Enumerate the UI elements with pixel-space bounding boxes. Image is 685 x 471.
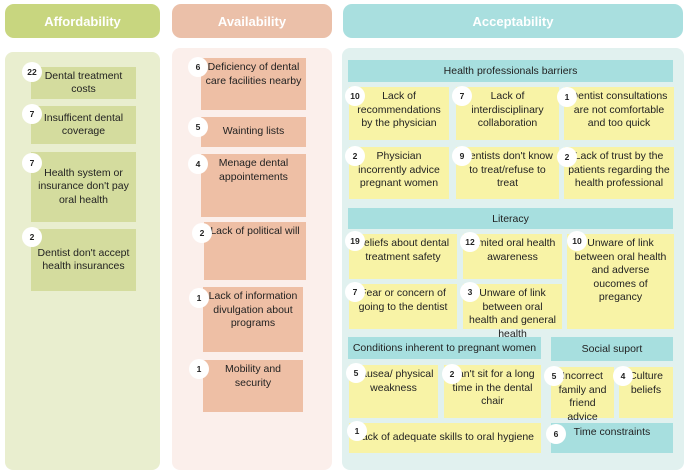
count-badge: 10	[567, 231, 587, 251]
availability-header: Availability	[172, 4, 332, 38]
social-support-header: Social suport	[551, 337, 673, 361]
acceptability-card: Unware of link between oral health and a…	[567, 234, 674, 329]
card-label: Nausea/ physical weakness	[353, 368, 434, 394]
card-label: Menage dental appointements	[218, 157, 289, 183]
card-label: Dentists don't know to treat/refuse to t…	[462, 150, 553, 189]
availability-card: Wainting lists	[201, 117, 306, 147]
acceptability-card: Fear or concern of going to the dentist	[349, 284, 457, 329]
count-badge: 19	[345, 231, 365, 251]
count-badge: 4	[613, 366, 633, 386]
card-label: Lack of political will	[210, 225, 300, 237]
card-label: Unware of link between oral health and g…	[469, 287, 556, 340]
count-badge: 1	[557, 87, 577, 107]
availability-card: Menage dental appointements	[201, 154, 306, 217]
acceptability-card: Lack of adequate skills to oral hygiene	[349, 423, 541, 453]
availability-card: Lack of information divulgation about pr…	[203, 287, 303, 352]
acceptability-card: Unware of link between oral health and g…	[463, 284, 562, 340]
card-label: Lack of adequate skills to oral hygiene	[355, 431, 535, 444]
card-label: Insufficent dental coverage	[43, 111, 124, 138]
acceptability-card: Beliefs about dental treatment safety	[349, 234, 457, 279]
health-professionals-header: Health professionals barriers	[348, 60, 673, 82]
count-badge: 2	[192, 223, 212, 243]
count-badge: 7	[452, 86, 472, 106]
card-label: Time constraints	[573, 426, 651, 438]
card-label: Dental treatment costs	[44, 69, 123, 96]
count-badge: 7	[22, 153, 42, 173]
count-badge: 5	[544, 366, 564, 386]
count-badge: 9	[452, 146, 472, 166]
affordability-header: Affordability	[5, 4, 160, 38]
acceptability-header: Acceptability	[343, 4, 683, 38]
affordability-card: Dentist don't accept health insurances	[31, 229, 136, 291]
availability-card: Mobility and security	[203, 360, 303, 412]
card-label: Deficiency of dental care facilities nea…	[205, 61, 302, 87]
card-label: Limited oral health awareness	[469, 237, 556, 263]
card-label: Culture beliefs	[629, 370, 663, 396]
count-badge: 5	[346, 363, 366, 383]
affordability-card: Health system or insurance don't pay ora…	[31, 152, 136, 222]
count-badge: 2	[22, 227, 42, 247]
count-badge: 2	[557, 147, 577, 167]
acceptability-card: Physician incorrently advice pregnant wo…	[349, 147, 449, 199]
availability-card: Lack of political will	[204, 222, 306, 280]
count-badge: 6	[546, 424, 566, 444]
card-label: Health system or insurance don't pay ora…	[38, 166, 129, 206]
conditions-header: Conditions inherent to pregnant women	[348, 337, 541, 359]
availability-card: Deficiency of dental care facilities nea…	[201, 58, 306, 110]
acceptability-card: Culture beliefs	[619, 367, 673, 418]
count-badge: 7	[345, 282, 365, 302]
count-badge: 1	[189, 288, 209, 308]
acceptability-card: Dentist consultations are not comfortabl…	[564, 87, 674, 140]
acceptability-card: Lack of trust by the patients regarding …	[564, 147, 674, 199]
card-label: Incorrect family and friend advice	[558, 370, 607, 423]
count-badge: 7	[22, 104, 42, 124]
affordability-card: Dental treatment costs	[31, 67, 136, 99]
card-label: Wainting lists	[222, 125, 285, 138]
affordability-card: Insufficent dental coverage	[31, 106, 136, 144]
count-badge: 2	[345, 146, 365, 166]
card-label: Can't sit for a long time in the dental …	[450, 368, 535, 407]
count-badge: 5	[188, 117, 208, 137]
acceptability-card: Lack of recommendations by the physician	[349, 87, 449, 140]
count-badge: 22	[22, 62, 42, 82]
count-badge: 12	[460, 232, 480, 252]
acceptability-card: Dentists don't know to treat/refuse to t…	[456, 147, 559, 199]
count-badge: 3	[460, 282, 480, 302]
literacy-header: Literacy	[348, 208, 673, 229]
count-badge: 1	[347, 421, 367, 441]
card-label: Mobility and security	[224, 363, 282, 389]
card-label: Lack of trust by the patients regarding …	[568, 150, 670, 189]
count-badge: 10	[345, 86, 365, 106]
acceptability-card: Lack of interdisciplinary collaboration	[456, 87, 559, 140]
card-label: Fear or concern of going to the dentist	[358, 287, 448, 313]
card-label: Beliefs about dental treatment safety	[356, 237, 450, 263]
card-label: Dentist consultations are not comfortabl…	[570, 90, 668, 129]
count-badge: 4	[188, 154, 208, 174]
count-badge: 2	[442, 364, 462, 384]
card-label: Lack of interdisciplinary collaboration	[471, 90, 544, 129]
card-label: Lack of information divulgation about pr…	[208, 290, 298, 329]
card-label: Dentist don't accept health insurances	[37, 246, 130, 273]
card-label: Unware of link between oral health and a…	[574, 237, 667, 303]
acceptability-card: Time constraints	[551, 423, 673, 453]
card-label: Physician incorrently advice pregnant wo…	[358, 150, 440, 189]
count-badge: 1	[189, 359, 209, 379]
card-label: Lack of recommendations by the physician	[357, 90, 441, 129]
count-badge: 6	[188, 57, 208, 77]
